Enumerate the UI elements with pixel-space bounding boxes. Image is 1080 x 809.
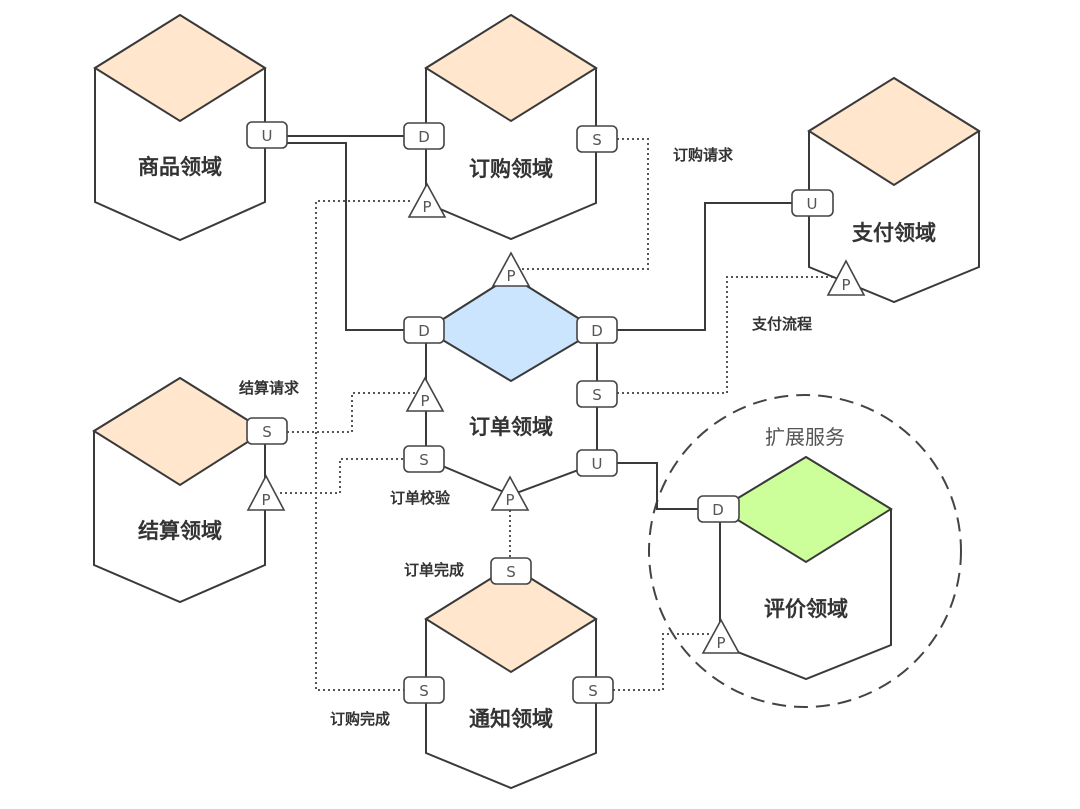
domain-payment: 支付领域 bbox=[807, 76, 981, 304]
solid-connections bbox=[287, 135, 792, 510]
domain-review: 评价领域 bbox=[718, 455, 893, 681]
port-label: U bbox=[262, 127, 273, 145]
port-order-upstream: U bbox=[576, 449, 618, 477]
port-label: U bbox=[592, 455, 603, 473]
port-label: P bbox=[506, 267, 515, 285]
port-label: D bbox=[418, 128, 430, 146]
connection-order-to-review bbox=[617, 462, 698, 510]
domain-purchase: 订购领域 bbox=[424, 13, 598, 241]
connection-product-to-order bbox=[287, 142, 404, 331]
label-order-validation: 订单校验 bbox=[390, 489, 451, 507]
port-label: P bbox=[261, 491, 270, 509]
relation-labels: 订购请求 支付流程 结算请求 订单校验 订单完成 订购完成 bbox=[239, 146, 812, 728]
port-purchase-publisher: P bbox=[407, 182, 447, 218]
domain-settlement-name: 结算领域 bbox=[138, 519, 222, 543]
event-purchase-completed-line bbox=[315, 200, 410, 691]
port-label: S bbox=[419, 682, 429, 700]
port-order-downstream-left: D bbox=[403, 316, 445, 344]
domain-payment-name: 支付领域 bbox=[852, 221, 936, 245]
domain-notification-name: 通知领域 bbox=[469, 707, 553, 731]
event-connections bbox=[280, 138, 836, 691]
domain-payment-top bbox=[807, 76, 981, 187]
port-payment-publisher: P bbox=[826, 259, 866, 296]
domain-product-name: 商品领域 bbox=[138, 155, 222, 179]
extension-group-label: 扩展服务 bbox=[765, 425, 845, 449]
port-label: S bbox=[592, 386, 602, 404]
port-settlement-publisher: P bbox=[246, 474, 286, 511]
connection-order-to-payment bbox=[617, 202, 792, 331]
port-label: P bbox=[420, 392, 429, 410]
port-label: S bbox=[592, 131, 602, 149]
port-settlement-subscriber: S bbox=[246, 417, 288, 445]
domain-purchase-top bbox=[424, 13, 598, 123]
port-notification-subscriber-top: S bbox=[490, 557, 532, 585]
port-label: D bbox=[712, 501, 724, 519]
domain-order: 订单领域 bbox=[424, 274, 599, 497]
label-settlement-request: 结算请求 bbox=[239, 379, 300, 397]
domain-review-top bbox=[718, 455, 893, 564]
label-payment-flow: 支付流程 bbox=[751, 315, 812, 333]
port-label: D bbox=[418, 322, 430, 340]
domain-purchase-name: 订购领域 bbox=[469, 157, 553, 181]
domain-settlement: 结算领域 bbox=[92, 376, 267, 604]
port-label: S bbox=[506, 563, 516, 581]
port-order-subscriber-left: S bbox=[403, 445, 445, 473]
port-review-downstream: D bbox=[697, 495, 740, 523]
port-label: P bbox=[422, 198, 431, 216]
port-label: S bbox=[419, 451, 429, 469]
event-settlement-request-line bbox=[287, 392, 416, 433]
port-product-upstream: U bbox=[246, 121, 288, 149]
port-label: D bbox=[591, 322, 603, 340]
extension-services-group: 扩展服务 bbox=[648, 394, 962, 708]
port-notification-subscriber-right: S bbox=[572, 676, 614, 704]
label-purchase-request: 订购请求 bbox=[673, 146, 734, 164]
label-purchase-completed: 订购完成 bbox=[330, 710, 390, 728]
port-label: S bbox=[588, 682, 598, 700]
label-order-completed: 订单完成 bbox=[404, 561, 464, 579]
port-purchase-downstream: D bbox=[403, 122, 445, 150]
domain-order-name: 订单领域 bbox=[469, 415, 553, 439]
port-payment-upstream: U bbox=[791, 189, 834, 217]
port-label: S bbox=[262, 423, 272, 441]
domain-notification: 通知领域 bbox=[424, 564, 598, 790]
event-review-notify-line bbox=[613, 633, 712, 691]
extension-group-boundary bbox=[648, 394, 962, 708]
port-label: U bbox=[807, 195, 818, 213]
domain-product: 商品领域 bbox=[93, 13, 267, 242]
port-notification-subscriber-left: S bbox=[403, 676, 445, 704]
port-label: P bbox=[716, 634, 725, 652]
publisher-ports: P P P P P P P bbox=[246, 182, 866, 654]
port-order-publisher-left: P bbox=[405, 376, 445, 412]
event-payment-flow-line bbox=[617, 276, 836, 394]
event-order-validation-line bbox=[280, 458, 404, 494]
port-purchase-subscriber: S bbox=[576, 125, 618, 153]
event-purchase-request-line bbox=[522, 138, 649, 270]
port-order-publisher-bottom: P bbox=[490, 475, 530, 511]
port-order-downstream-right: D bbox=[576, 316, 618, 344]
port-order-publisher-top: P bbox=[491, 251, 531, 287]
port-review-publisher: P bbox=[701, 618, 741, 654]
port-label: P bbox=[505, 491, 514, 509]
domain-review-name: 评价领域 bbox=[764, 597, 848, 621]
port-label: P bbox=[841, 276, 850, 294]
port-order-subscriber-right: S bbox=[576, 380, 618, 408]
domain-product-top bbox=[93, 13, 267, 123]
port-boxes: U D S D D S S U bbox=[246, 121, 834, 704]
domain-notification-top bbox=[424, 564, 598, 674]
